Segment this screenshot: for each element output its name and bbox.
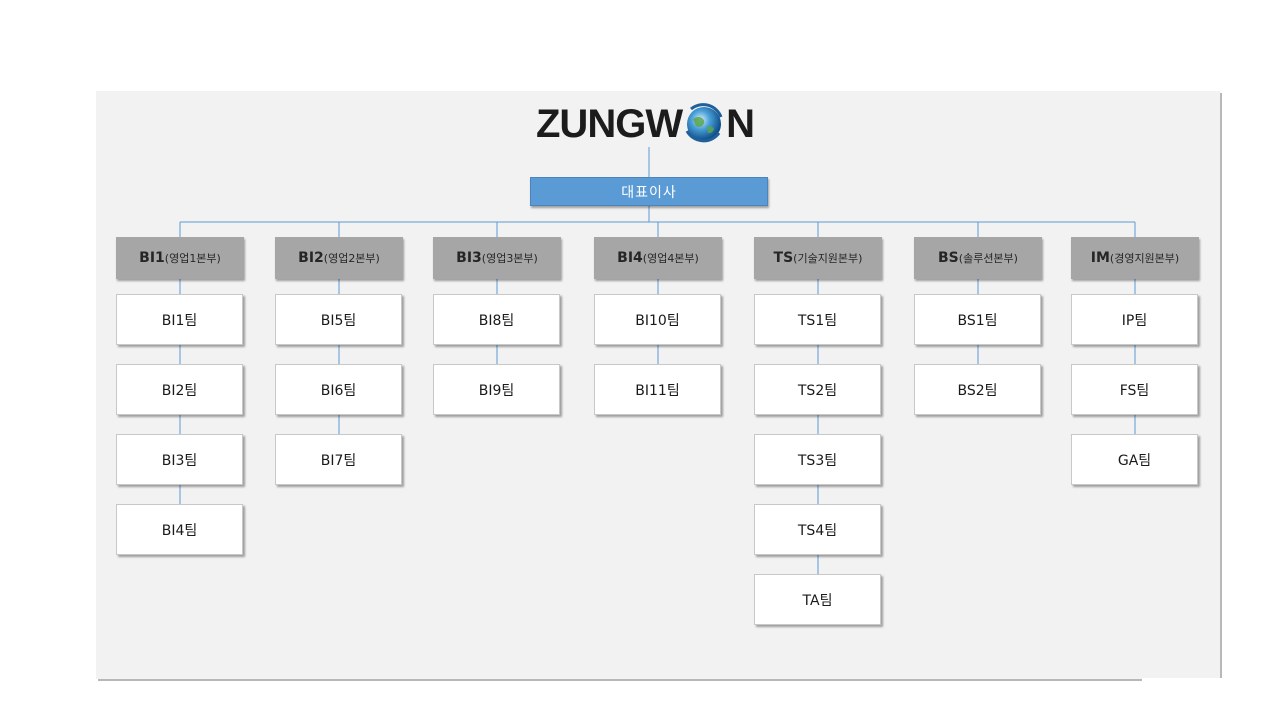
- ceo-label: 대표이사: [621, 184, 677, 201]
- team-box[interactable]: BI1팀: [116, 294, 243, 345]
- team-label: TS2팀: [797, 382, 838, 399]
- team-box[interactable]: BI8팀: [433, 294, 560, 345]
- team-box[interactable]: TS3팀: [754, 434, 881, 485]
- division-header-bs[interactable]: BS(솔루션본부): [914, 237, 1042, 279]
- team-label: BI10팀: [635, 312, 680, 329]
- team-box[interactable]: BS2팀: [914, 364, 1041, 415]
- team-label: TS3팀: [797, 452, 838, 469]
- team-label: FS팀: [1119, 382, 1150, 399]
- team-box[interactable]: BI4팀: [116, 504, 243, 555]
- division-header-im[interactable]: IM(경영지원본부): [1071, 237, 1199, 279]
- panel-corner: [1142, 678, 1242, 688]
- ceo-box[interactable]: 대표이사: [530, 177, 768, 206]
- team-label: BS2팀: [957, 382, 998, 399]
- team-box[interactable]: BI9팀: [433, 364, 560, 415]
- division-name: (기술지원본부): [793, 252, 863, 265]
- division-code: BI3: [456, 250, 482, 266]
- division-code: BI4: [617, 250, 643, 266]
- team-label: BI8팀: [478, 312, 515, 329]
- division-name: (영업4본부): [642, 252, 699, 265]
- team-label: GA팀: [1117, 452, 1152, 469]
- division-code: TS: [773, 250, 794, 266]
- team-label: IP팀: [1121, 312, 1148, 329]
- team-label: BI7팀: [320, 452, 357, 469]
- division-name: (경영지원본부): [1109, 252, 1180, 265]
- team-box[interactable]: BI10팀: [594, 294, 721, 345]
- division-header-bi3[interactable]: BI3(영업3본부): [433, 237, 561, 279]
- team-label: BI11팀: [635, 382, 680, 399]
- team-box[interactable]: BI3팀: [116, 434, 243, 485]
- team-label: TA팀: [802, 592, 833, 609]
- team-box[interactable]: BS1팀: [914, 294, 1041, 345]
- team-label: BI5팀: [320, 312, 357, 329]
- team-box[interactable]: BI5팀: [275, 294, 402, 345]
- team-label: BI2팀: [161, 382, 198, 399]
- division-header-bi1[interactable]: BI1(영업1본부): [116, 237, 244, 279]
- team-label: TS1팀: [797, 312, 838, 329]
- team-box[interactable]: FS팀: [1071, 364, 1198, 415]
- team-box[interactable]: BI11팀: [594, 364, 721, 415]
- team-box[interactable]: GA팀: [1071, 434, 1198, 485]
- team-label: BI9팀: [478, 382, 515, 399]
- team-box[interactable]: TA팀: [754, 574, 881, 625]
- division-name: (영업2본부): [323, 252, 380, 265]
- company-logo: ZUNGW N: [536, 100, 768, 148]
- division-header-bi4[interactable]: BI4(영업4본부): [594, 237, 722, 279]
- team-label: BI6팀: [320, 382, 357, 399]
- division-header-bi2[interactable]: BI2(영업2본부): [275, 237, 403, 279]
- team-label: BI1팀: [161, 312, 198, 329]
- team-box[interactable]: TS1팀: [754, 294, 881, 345]
- division-name: (영업1본부): [164, 252, 221, 265]
- team-label: BS1팀: [957, 312, 998, 329]
- team-box[interactable]: BI7팀: [275, 434, 402, 485]
- team-label: TS4팀: [797, 522, 838, 539]
- team-label: BI3팀: [161, 452, 198, 469]
- division-code: BI1: [139, 250, 165, 266]
- division-code: BS: [938, 250, 959, 266]
- team-box[interactable]: TS2팀: [754, 364, 881, 415]
- division-name: (솔루션본부): [958, 252, 1018, 265]
- division-code: BI2: [298, 250, 324, 266]
- globe-icon: [685, 103, 723, 143]
- division-name: (영업3본부): [481, 252, 538, 265]
- division-header-ts[interactable]: TS(기술지원본부): [754, 237, 882, 279]
- logo-text-left: ZUNGW: [536, 102, 683, 146]
- logo-text-right: N: [726, 102, 755, 146]
- team-box[interactable]: TS4팀: [754, 504, 881, 555]
- team-box[interactable]: BI2팀: [116, 364, 243, 415]
- team-label: BI4팀: [161, 522, 198, 539]
- team-box[interactable]: BI6팀: [275, 364, 402, 415]
- division-code: IM: [1090, 250, 1110, 266]
- team-box[interactable]: IP팀: [1071, 294, 1198, 345]
